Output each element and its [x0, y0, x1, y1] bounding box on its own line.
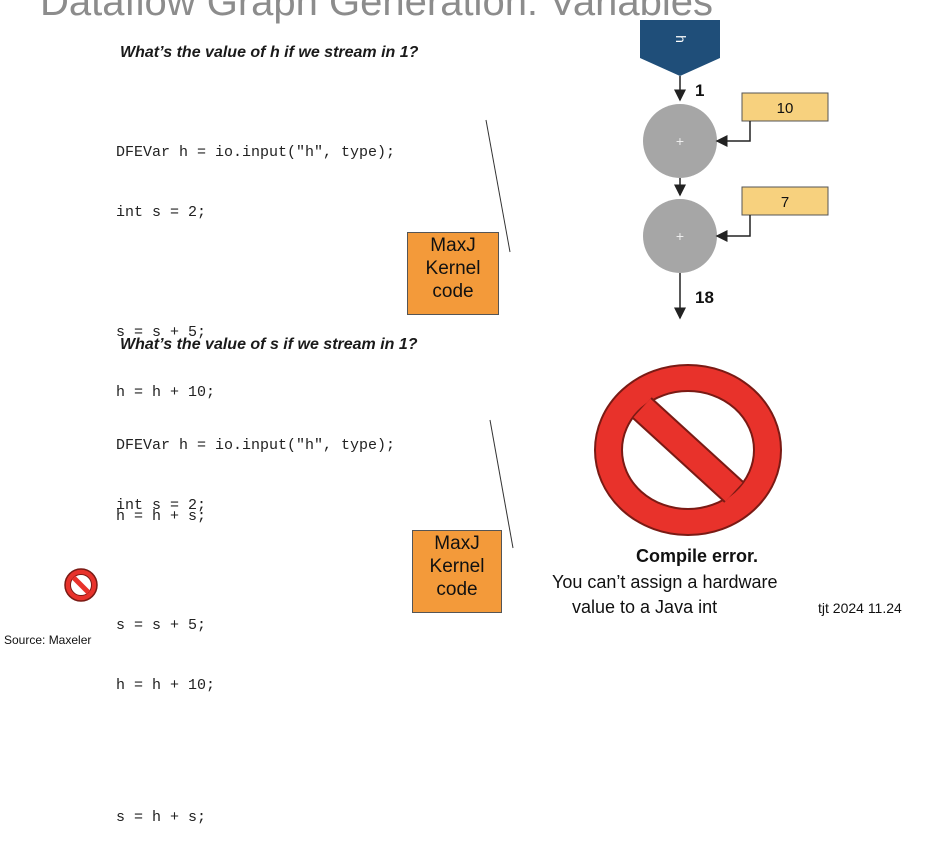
edge-const7-adder2	[715, 215, 751, 242]
question-1: What’s the value of h if we stream in 1?	[120, 44, 419, 61]
prohibited-icon	[594, 364, 782, 536]
footer-source: Source: Maxeler	[4, 633, 92, 647]
code-line: s = s + 5;	[116, 617, 207, 634]
callout-lines	[485, 119, 514, 549]
slide-stamp: tjt 2024 11.24	[818, 600, 902, 616]
code-line: int s = 2;	[116, 204, 207, 221]
constant-box-7-label: 7	[781, 194, 789, 211]
code-block-1: DFEVar h = io.input("h", type); int s = …	[116, 103, 395, 547]
edge-const10-adder1	[715, 121, 751, 147]
code-line: int s = 2;	[116, 497, 207, 514]
error-line-1: You can’t assign a hardware	[552, 572, 778, 592]
adder-node-2	[643, 199, 717, 273]
slide-title: Dataflow Graph Generation: Variables	[40, 0, 713, 24]
code-line: s = s + 5;	[116, 324, 207, 341]
error-line-2: value to a Java int	[572, 597, 718, 617]
adder-node-2-label: +	[676, 228, 684, 244]
small-prohibited-icon	[64, 568, 98, 602]
code-line: DFEVar h = io.input("h", type);	[116, 144, 396, 161]
input-node	[640, 20, 720, 76]
adder-node-1	[643, 104, 717, 178]
dataflow-graph: h 1 + 10 + 7 18	[640, 20, 829, 320]
output-value-label: 18	[695, 288, 714, 307]
code-line: s = h + s;	[116, 809, 207, 826]
callout-line-2	[489, 419, 514, 549]
kernel-label-2: MaxJ Kernel code	[412, 530, 502, 613]
kernel-label-1: MaxJ Kernel code	[407, 232, 499, 315]
code-line: h = h + 10;	[116, 677, 216, 694]
constant-box-10-label: 10	[777, 100, 794, 117]
adder-node-1-label: +	[676, 133, 684, 149]
question-2: What’s the value of s if we stream in 1?	[120, 336, 418, 353]
code-line: h = h + 10;	[116, 384, 216, 401]
constant-box-7	[741, 186, 829, 216]
input-value-label: 1	[695, 81, 704, 100]
code-line: DFEVar h = io.input("h", type);	[116, 437, 396, 454]
callout-line-1	[485, 119, 511, 253]
input-node-label: h	[673, 35, 689, 43]
error-title: Compile error.	[635, 546, 759, 566]
code-line: h = h + s;	[116, 508, 207, 525]
code-line	[116, 736, 395, 756]
constant-box-10	[741, 92, 829, 122]
